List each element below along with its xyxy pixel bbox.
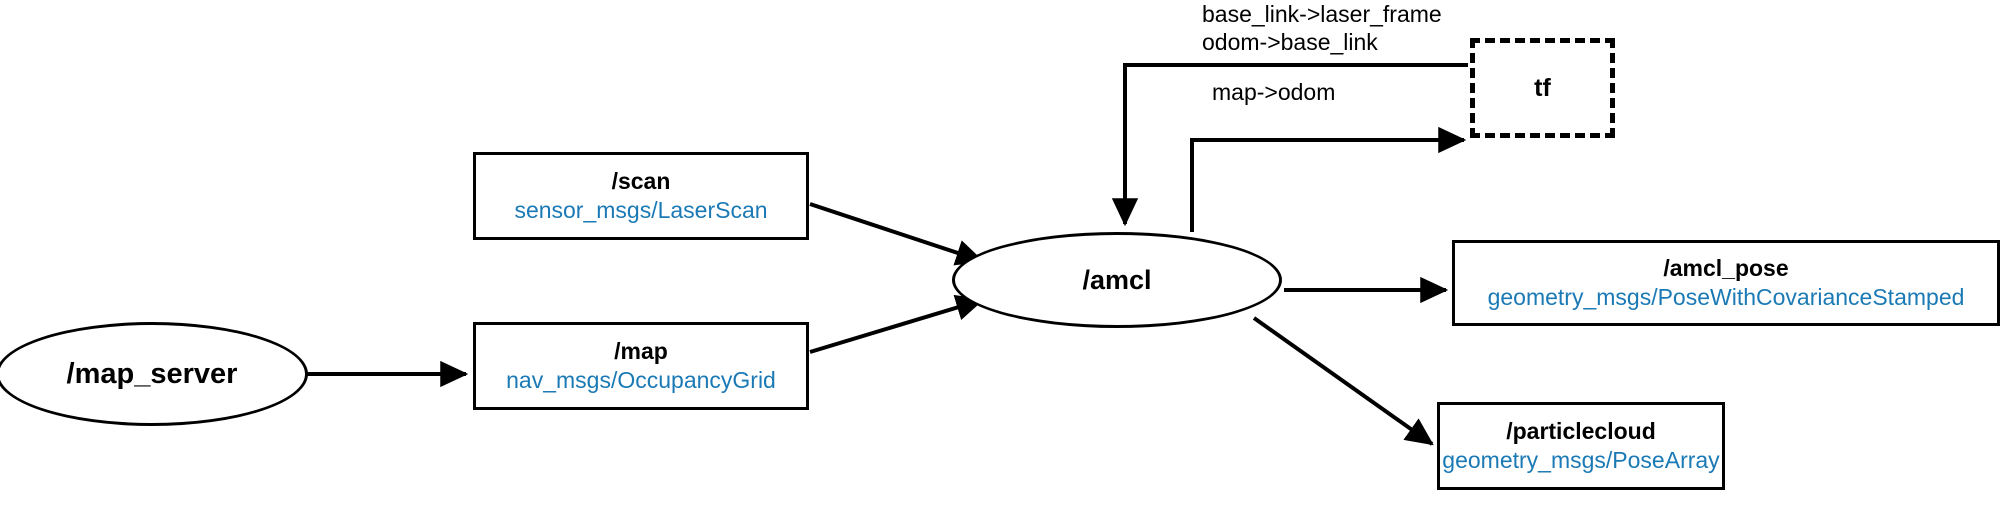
topic-map[interactable]: /map nav_msgs/OccupancyGrid [473, 322, 809, 410]
topic-scan-type: sensor_msgs/LaserScan [514, 197, 768, 223]
node-tf[interactable]: tf [1470, 38, 1615, 138]
topic-amcl-pose[interactable]: /amcl_pose geometry_msgs/PoseWithCovaria… [1452, 240, 2000, 326]
edge-amcl-to-tf [1190, 126, 1467, 232]
topic-particlecloud[interactable]: /particlecloud geometry_msgs/PoseArray [1437, 402, 1725, 490]
edge-label-amcl-to-tf: map->odom [1212, 79, 1336, 105]
topic-scan[interactable]: /scan sensor_msgs/LaserScan [473, 152, 809, 240]
topic-map-name: /map [614, 338, 668, 365]
edge-label-tf-to-amcl-line1: base_link->laser_frame [1202, 1, 1442, 27]
edge-amcl-to-particlecloud [1252, 316, 1434, 446]
node-tf-label: tf [1534, 73, 1551, 102]
topic-map-type: nav_msgs/OccupancyGrid [506, 367, 776, 393]
topic-scan-name: /scan [611, 168, 671, 195]
topic-amcl-pose-name: /amcl_pose [1663, 255, 1789, 282]
topic-particlecloud-type: geometry_msgs/PoseArray [1442, 447, 1720, 473]
node-map-server-label: /map_server [66, 357, 238, 390]
topic-particlecloud-name: /particlecloud [1506, 418, 1656, 445]
node-amcl[interactable]: /amcl [952, 232, 1282, 328]
edge-label-tf-to-amcl: base_link->laser_frame odom->base_link [1202, 0, 1442, 56]
edge-scan-to-amcl [809, 202, 985, 266]
node-amcl-label: /amcl [1082, 264, 1152, 295]
edge-map-to-amcl [809, 294, 985, 354]
edge-tf-to-amcl [1111, 63, 1468, 227]
node-map-server[interactable]: /map_server [0, 322, 308, 426]
edge-label-tf-to-amcl-line2: odom->base_link [1202, 29, 1378, 56]
topic-amcl-pose-type: geometry_msgs/PoseWithCovarianceStamped [1487, 284, 1965, 310]
